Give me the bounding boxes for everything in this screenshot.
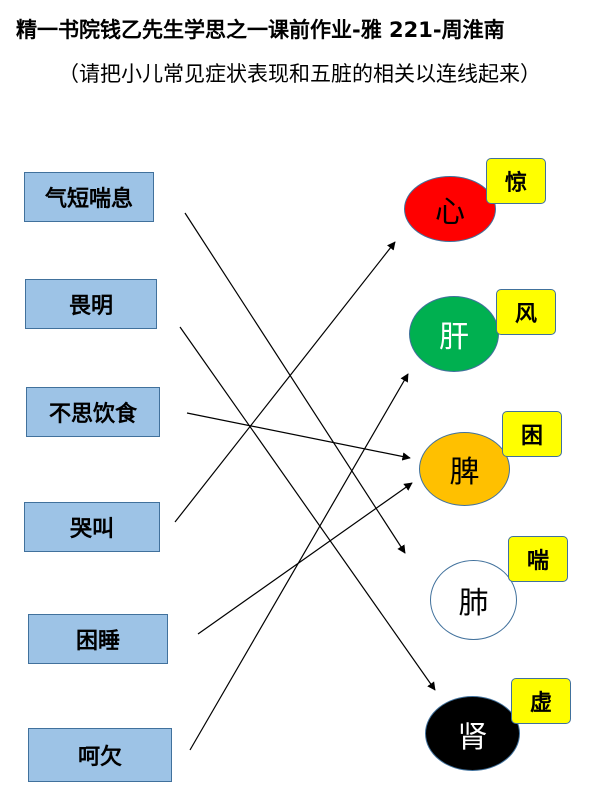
symptom-box-qiduan-chuanxi: 气短喘息	[24, 172, 154, 222]
connection-line-6	[189, 373, 409, 751]
symptom-box-kunshui: 困睡	[28, 614, 168, 664]
emotion-box-jing: 惊	[486, 158, 546, 204]
organ-liver-circle: 肝	[409, 296, 499, 372]
connection-line-5	[197, 482, 413, 635]
symptom-box-hoqian: 呵欠	[28, 728, 172, 782]
organ-heart-circle: 心	[404, 176, 496, 242]
emotion-box-xu: 虚	[511, 678, 571, 724]
connection-line-2	[179, 326, 436, 691]
emotion-box-chuan: 喘	[508, 536, 568, 582]
symptom-box-kujiao: 哭叫	[24, 502, 160, 552]
emotion-box-kun: 困	[502, 411, 562, 457]
symptom-box-busi-yinshi: 不思饮食	[26, 387, 160, 437]
symptom-box-weiming: 畏明	[25, 279, 157, 329]
organ-spleen-circle: 脾	[419, 432, 510, 506]
connection-line-3	[186, 412, 411, 461]
connection-line-1	[184, 212, 406, 554]
organ-lung-circle: 肺	[430, 560, 517, 640]
instruction-text: （请把小儿常见症状表现和五脏的相关以连线起来）	[58, 62, 541, 86]
organ-kidney-circle: 肾	[425, 696, 520, 771]
connection-line-4	[174, 241, 396, 523]
emotion-box-feng: 风	[496, 289, 556, 335]
page-title: 精一书院钱乙先生学思之一课前作业-雅 221-周淮南	[16, 18, 505, 42]
